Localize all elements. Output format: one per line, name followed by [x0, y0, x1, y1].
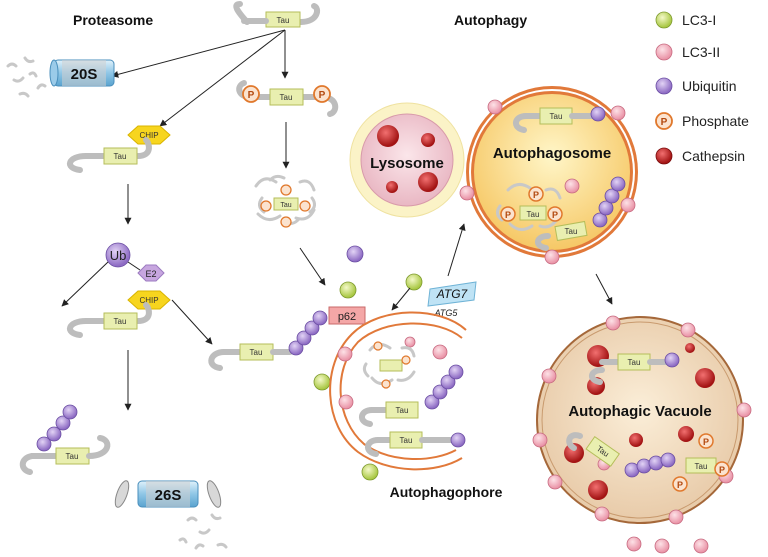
tau-label-chip: Tau [114, 152, 127, 161]
phosphate-tau-left: P [248, 90, 255, 101]
legend-ubiquitin: Ubiquitin [682, 78, 736, 94]
arrow-autophagosome-to-vacuole [595, 273, 613, 305]
tau-label-vacuole-1: Tau [628, 358, 641, 367]
ubq-tau-p62: Tau p62 [208, 306, 366, 371]
proteasome-20s: 20S [49, 59, 115, 87]
free-ubiquitin [346, 245, 364, 263]
peptide-fragments-20s [6, 56, 47, 98]
e2-label: E2 [145, 269, 156, 279]
tau-label-polyub: Tau [66, 452, 79, 461]
autophagosome: Tau Autophagosome Tau P P P Tau [459, 86, 638, 265]
lysosome-label: Lysosome [370, 155, 444, 172]
phosphate-vacuole-3: P [677, 480, 683, 490]
tau-label-p62: Tau [250, 348, 263, 357]
arrow-aggregate-to-p62 [299, 247, 326, 286]
lc3-ii-legend-dot [655, 43, 673, 61]
legend-cathepsin: Cathepsin [682, 148, 745, 164]
arrow-to-chip [159, 29, 286, 127]
tau-label-phagosome-1: Tau [550, 112, 563, 121]
tau-aggregate-top: Tau [254, 174, 317, 228]
autophagy-title: Autophagy [454, 12, 527, 28]
atg5-label: ATG5 [434, 308, 459, 318]
phosphate-phagosome-2: P [533, 190, 539, 200]
phospho-tau: Tau P P [236, 80, 339, 117]
proteasome-20s-label: 20S [71, 66, 98, 83]
legend-lc3-ii: LC3-II [682, 44, 720, 60]
phosphate-legend-letter: P [661, 117, 668, 128]
ub-e2-chip-complex: Ub E2 CHIP Tau [67, 242, 171, 338]
lysosome: Lysosome [349, 102, 465, 218]
phosphate-vacuole-2: P [719, 465, 725, 475]
autophagophore-label: Autophagophore [390, 484, 503, 500]
chip-label-2: CHIP [139, 296, 158, 305]
phosphate-phagosome-3: P [552, 210, 558, 220]
legend-lc3-i: LC3-I [682, 12, 716, 28]
proteasome-title: Proteasome [73, 12, 153, 28]
ubiquitin-legend-dot [655, 77, 673, 95]
free-lc3-i-1 [339, 281, 357, 299]
tau-label-phospho: Tau [280, 93, 293, 102]
tau-label-aggregate: Tau [280, 202, 291, 209]
cathepsin-legend-dot [655, 147, 673, 165]
arrow-ub-to-tau [61, 261, 109, 307]
arrow-phore-to-autophagosome [447, 223, 466, 277]
free-lc3-i-4 [361, 463, 379, 481]
tau-top: Tau [233, 1, 321, 28]
legend-phosphate: Phosphate [682, 113, 749, 129]
tau-label-phore-2: Tau [400, 436, 413, 445]
arrow-lc3-to-membrane [391, 287, 411, 311]
autophagosome-label: Autophagosome [493, 145, 611, 162]
peptide-fragments-26s [178, 513, 228, 550]
atg-complex: ATG7 ATG5 [427, 281, 477, 318]
legend: LC3-I LC3-II Ubiquitin P Phosphate Cathe… [655, 11, 749, 165]
phosphate-tau-right: P [319, 90, 326, 101]
free-lc3-i-3 [313, 373, 331, 391]
atg7-label: ATG7 [436, 287, 469, 301]
autophagophore: Tau Tau Autophagophore [329, 311, 503, 500]
p62-label: p62 [338, 311, 356, 323]
arrow-complex-to-polyub-autophagy [171, 299, 213, 345]
ubiquitin-label: Ub [110, 248, 127, 263]
autophagic-vacuole-label: Autophagic Vacuole [568, 403, 711, 420]
phosphate-phagosome-1: P [505, 210, 511, 220]
polyub-tau-26s: Tau [19, 404, 111, 475]
tau-label-phore-1: Tau [396, 406, 409, 415]
tau-label-vacuole-3: Tau [695, 462, 708, 471]
phosphate-legend-dot [655, 112, 673, 130]
tau-label-top: Tau [277, 16, 290, 25]
tau-label-phagosome-3: Tau [565, 227, 578, 236]
tau-label-phagosome-2: Tau [527, 210, 540, 219]
lc3-i-legend-dot [655, 11, 673, 29]
phosphate-vacuole-1: P [703, 437, 709, 447]
autophagic-vacuole: Tau Autophagic Vacuole Tau Tau P P P [532, 315, 752, 554]
chip-label-1: CHIP [139, 131, 158, 140]
arrow-to-20s [111, 29, 286, 78]
proteasome-26s-label: 26S [155, 487, 182, 504]
tau-label-ub-complex: Tau [114, 317, 127, 326]
proteasome-26s: 26S [114, 480, 222, 508]
chip-tau: CHIP Tau [67, 125, 171, 173]
free-lc3-i-2 [405, 273, 423, 291]
